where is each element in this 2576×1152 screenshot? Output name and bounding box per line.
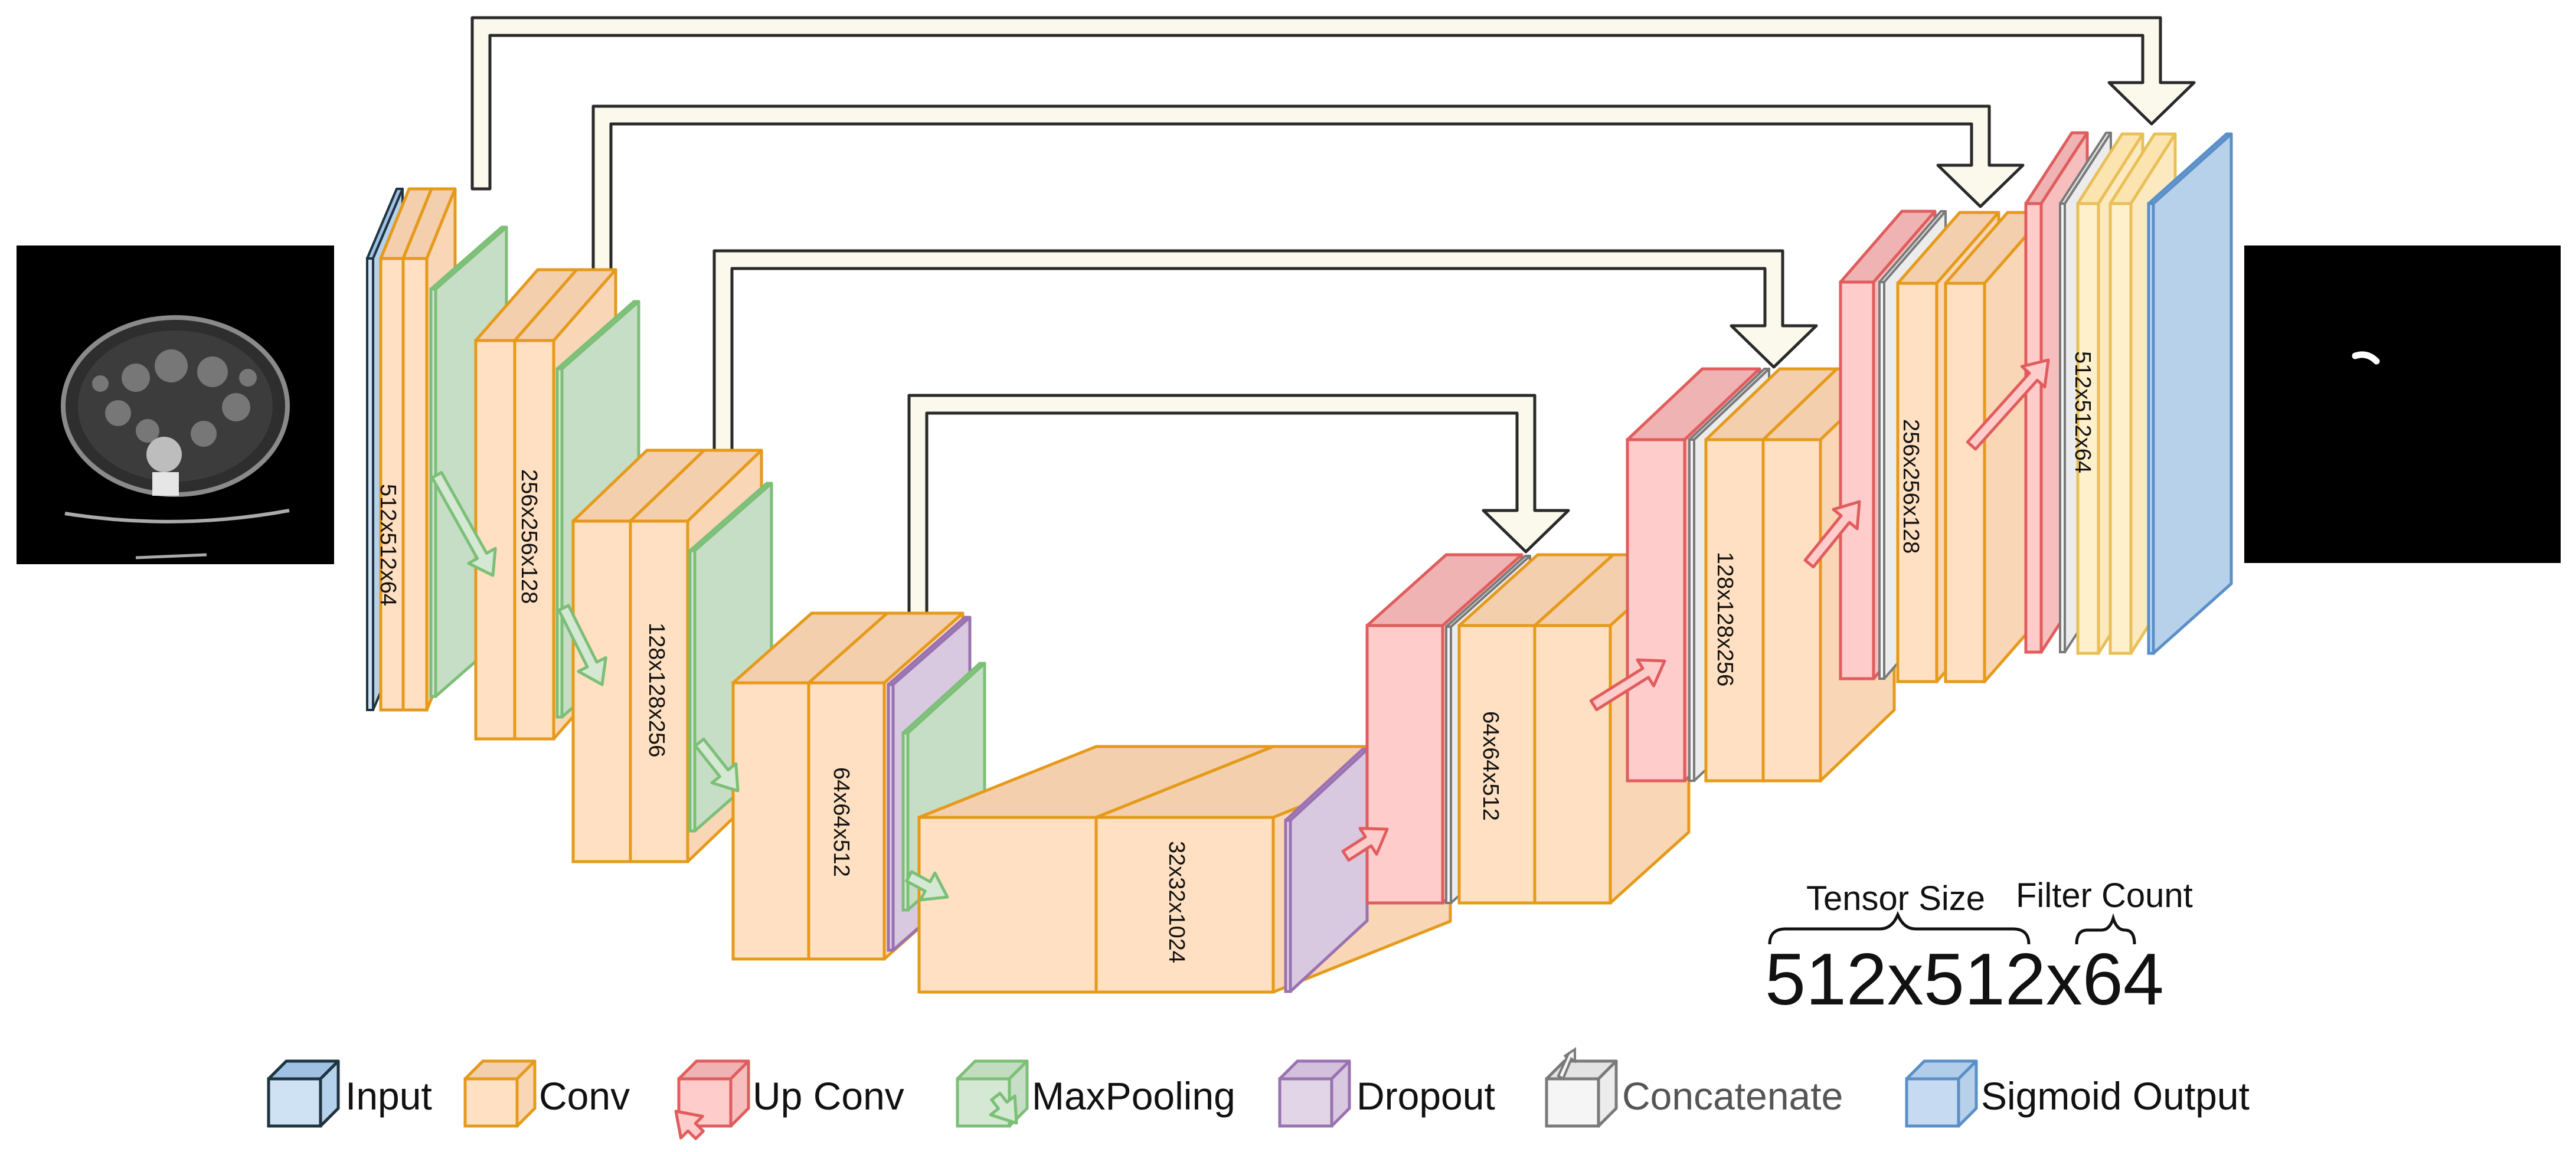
skip-connection-1	[470, 16, 2196, 191]
layer-blocks	[366, 131, 2233, 994]
legend-label-upconv: Up Conv	[753, 1074, 904, 1118]
tensor-size-label: Tensor Size	[1806, 879, 1985, 918]
segmentation-mask-output-image	[2244, 246, 2561, 563]
dropout-cube-icon	[1278, 1059, 1351, 1128]
concat-cube-icon	[1545, 1047, 1618, 1128]
skip-connection-4	[907, 394, 1570, 633]
tensor-size-brace	[1768, 911, 2031, 945]
filter-count-brace	[2075, 913, 2136, 945]
upconv-arrow-3	[1803, 500, 1861, 569]
sigmoid-output-block	[2147, 132, 2233, 655]
skip-connections	[470, 16, 2196, 633]
flow-arrows	[430, 358, 2050, 902]
legend: Input Conv Up Conv MaxPooling Dropout Co…	[267, 1047, 2250, 1140]
dec3-dim-label: 128x128x256	[1712, 552, 1737, 686]
dec4-dim-label: 64x64x512	[1478, 711, 1503, 821]
bottleneck-dim-label: 32x32x1024	[1164, 841, 1189, 963]
maxpool-arrow-2	[557, 604, 607, 686]
upconv-arrow-1	[1341, 827, 1389, 862]
input-cube-icon	[267, 1059, 340, 1128]
enc2-dim-label: 256x256x128	[516, 469, 541, 604]
bottleneck-dropout-block	[1284, 748, 1369, 993]
upconv-arrow-4	[1966, 358, 2050, 451]
maxpool-arrow-4	[905, 870, 949, 902]
ct-scan-input-image	[17, 246, 334, 564]
sigmoid-output-cube-icon	[1905, 1059, 1978, 1128]
maxpool-cube-icon	[956, 1059, 1029, 1128]
legend-label-dropout: Dropout	[1356, 1074, 1495, 1118]
legend-label-concatenate: Concatenate	[1622, 1074, 1843, 1118]
tensor-size-example: 512x512x64	[1765, 939, 2164, 1020]
enc3-dim-label: 128x128x256	[644, 623, 669, 757]
upconv-icon-arrow	[674, 1110, 705, 1140]
maxpool-arrow-1	[430, 471, 497, 577]
legend-label-maxpooling: MaxPooling	[1032, 1074, 1235, 1118]
enc4-dim-label: 64x64x512	[829, 767, 854, 877]
maxpool-arrow-3	[694, 737, 740, 793]
legend-label-sigmoid-output: Sigmoid Output	[1981, 1074, 2250, 1118]
upconv-arrow-2	[1589, 658, 1666, 712]
bottleneck-conv-block-b	[1094, 745, 1452, 994]
skip-connection-2	[591, 104, 2025, 276]
dec1-dim-label: 512x512x64	[2070, 351, 2095, 473]
filter-count-label: Filter Count	[2016, 876, 2193, 915]
tensor-size-key: Tensor Size Filter Count 512x512x64	[1765, 876, 2193, 1020]
legend-label-conv: Conv	[539, 1074, 630, 1118]
enc1-dim-label: 512x512x64	[375, 484, 400, 606]
conv-cube-icon	[463, 1059, 537, 1128]
upconv-cube-icon	[674, 1059, 750, 1140]
legend-label-input: Input	[345, 1074, 432, 1118]
skip-connection-3	[712, 249, 1818, 456]
maxpool-icon-arrow	[989, 1091, 1018, 1125]
dec2-dim-label: 256x256x128	[1898, 419, 1923, 554]
